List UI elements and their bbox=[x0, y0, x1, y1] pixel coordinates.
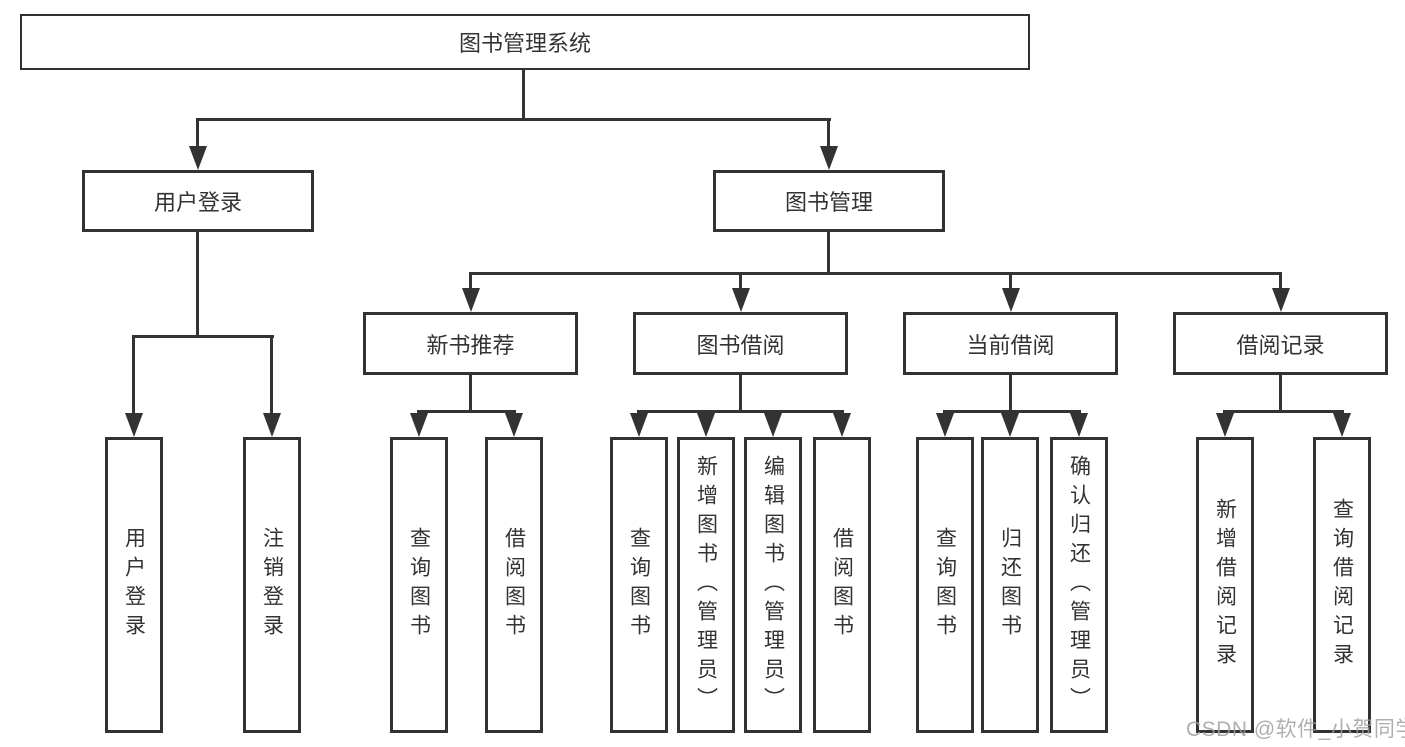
node-label: 归还图书 bbox=[998, 527, 1022, 643]
connector-root-rail bbox=[196, 118, 831, 121]
leaf-current-return-book: 归还图书 bbox=[981, 437, 1039, 733]
arrowhead-down-icon bbox=[125, 413, 143, 437]
leaf-records-add-record: 新增借阅记录 bbox=[1196, 437, 1254, 733]
leaf-records-query-record: 查询借阅记录 bbox=[1313, 437, 1371, 733]
leaf-current-query-book: 查询图书 bbox=[916, 437, 974, 733]
connector-drop bbox=[132, 335, 135, 413]
leaf-current-confirm-return-admin: 确认归还（管理员） bbox=[1050, 437, 1108, 733]
leaf-borrow-edit-book-admin: 编辑图书（管理员） bbox=[744, 437, 802, 733]
connector-borrow-rail bbox=[637, 410, 844, 413]
node-label: 确认归还（管理员） bbox=[1067, 454, 1091, 716]
arrowhead-down-icon bbox=[462, 288, 480, 312]
arrowhead-down-icon bbox=[189, 146, 207, 170]
leaf-recommend-query-book: 查询图书 bbox=[390, 437, 448, 733]
node-new-book-recommend: 新书推荐 bbox=[363, 312, 578, 375]
connector-borrow-stem bbox=[739, 375, 742, 410]
node-user-login: 用户登录 bbox=[82, 170, 314, 232]
arrowhead-down-icon bbox=[1002, 288, 1020, 312]
leaf-recommend-borrow-book: 借阅图书 bbox=[485, 437, 543, 733]
leaf-borrow-borrow-book: 借阅图书 bbox=[813, 437, 871, 733]
connector-recommend-stem bbox=[469, 375, 472, 410]
arrowhead-down-icon bbox=[1272, 288, 1290, 312]
connector-recommend-rail bbox=[417, 410, 516, 413]
node-book-management: 图书管理 bbox=[713, 170, 945, 232]
node-label: 借阅记录 bbox=[1236, 332, 1325, 358]
arrowhead-down-icon bbox=[833, 413, 851, 437]
node-label: 新增借阅记录 bbox=[1213, 498, 1237, 672]
node-label: 查询图书 bbox=[933, 527, 957, 643]
arrowhead-down-icon bbox=[764, 413, 782, 437]
node-current-borrow: 当前借阅 bbox=[903, 312, 1118, 375]
leaf-borrow-add-book-admin: 新增图书（管理员） bbox=[677, 437, 735, 733]
connector-drop bbox=[739, 272, 742, 290]
arrowhead-down-icon bbox=[505, 413, 523, 437]
connector-drop-bookmgmt bbox=[827, 118, 830, 148]
node-label: 图书管理系统 bbox=[458, 31, 591, 56]
node-label: 新增图书（管理员） bbox=[694, 454, 718, 716]
node-label: 新书推荐 bbox=[426, 332, 515, 358]
arrowhead-down-icon bbox=[630, 413, 648, 437]
node-label: 借阅图书 bbox=[830, 527, 854, 643]
arrowhead-down-icon bbox=[263, 413, 281, 437]
connector-login-stem bbox=[196, 232, 199, 335]
node-label: 查询图书 bbox=[627, 527, 651, 643]
connector-drop-login bbox=[196, 118, 199, 148]
leaf-user-login: 用户登录 bbox=[105, 437, 163, 733]
arrowhead-down-icon bbox=[1070, 413, 1088, 437]
arrowhead-down-icon bbox=[410, 413, 428, 437]
arrowhead-down-icon bbox=[697, 413, 715, 437]
arrowhead-down-icon bbox=[1001, 413, 1019, 437]
connector-root-stem bbox=[522, 70, 525, 118]
connector-bookmgmt-rail bbox=[469, 272, 1282, 275]
connector-records-rail bbox=[1223, 410, 1344, 413]
arrowhead-down-icon bbox=[1216, 413, 1234, 437]
leaf-logout: 注销登录 bbox=[243, 437, 301, 733]
connector-drop bbox=[1009, 272, 1012, 290]
node-label: 用户登录 bbox=[153, 190, 242, 215]
node-label: 借阅图书 bbox=[502, 527, 526, 643]
node-label: 查询借阅记录 bbox=[1330, 498, 1354, 672]
node-label: 编辑图书（管理员） bbox=[761, 454, 785, 716]
csdn-watermark: CSDN @软件_小贺同学 bbox=[1186, 718, 1405, 741]
node-label: 当前借阅 bbox=[966, 332, 1055, 358]
connector-drop bbox=[469, 272, 472, 290]
connector-current-stem bbox=[1009, 375, 1012, 410]
connector-records-stem bbox=[1279, 375, 1282, 410]
connector-drop bbox=[1279, 272, 1282, 290]
connector-current-rail bbox=[943, 410, 1081, 413]
node-label: 图书管理 bbox=[784, 190, 873, 215]
node-borrow-records: 借阅记录 bbox=[1173, 312, 1388, 375]
arrowhead-down-icon bbox=[936, 413, 954, 437]
node-system-root: 图书管理系统 bbox=[20, 14, 1030, 70]
node-book-borrow: 图书借阅 bbox=[633, 312, 848, 375]
arrowhead-down-icon bbox=[732, 288, 750, 312]
node-label: 图书借阅 bbox=[696, 332, 785, 358]
connector-login-rail bbox=[132, 335, 274, 338]
arrowhead-down-icon bbox=[1333, 413, 1351, 437]
leaf-borrow-query-book: 查询图书 bbox=[610, 437, 668, 733]
node-label: 查询图书 bbox=[407, 527, 431, 643]
connector-drop bbox=[270, 335, 273, 413]
connector-bookmgmt-stem bbox=[827, 232, 830, 272]
node-label: 注销登录 bbox=[260, 527, 284, 643]
node-label: 用户登录 bbox=[122, 527, 146, 643]
arrowhead-down-icon bbox=[820, 146, 838, 170]
